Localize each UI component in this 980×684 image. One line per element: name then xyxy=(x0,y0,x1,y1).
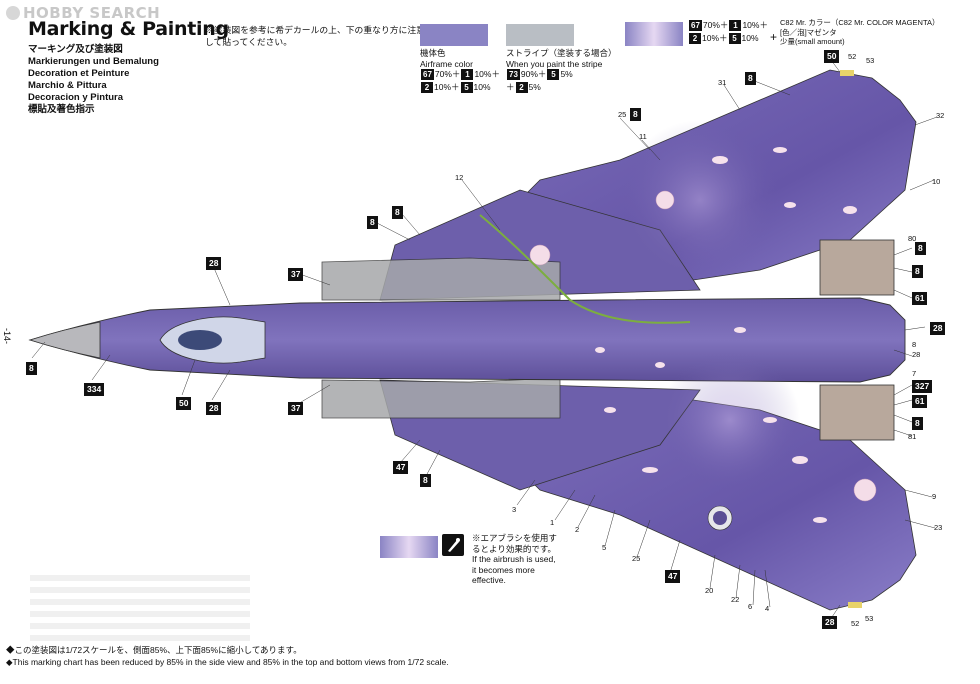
callout-number: 81 xyxy=(908,432,917,441)
cockpit-window xyxy=(178,330,222,350)
stripe-label: ストライプ（塗装する場合） When you paint the stripe xyxy=(506,48,617,69)
upper-intake-panel xyxy=(321,257,561,301)
callout-number: 4 xyxy=(765,604,770,613)
callout-number: 11 xyxy=(639,132,647,141)
faded-background-text xyxy=(30,575,250,645)
scale-note-en: ◆This marking chart has been reduced by … xyxy=(6,657,449,667)
callout-label: 47 xyxy=(665,570,681,583)
callout-number: 12 xyxy=(455,173,464,182)
page-number: -14- xyxy=(2,328,12,345)
callout-label: 8 xyxy=(745,72,756,85)
callout-number: 3 xyxy=(512,505,517,514)
callout-label: 334 xyxy=(84,383,105,396)
callout-number: 28 xyxy=(912,350,921,359)
callout-label: 28 xyxy=(206,257,222,270)
callout-label: 47 xyxy=(393,461,409,474)
wingtip-marker xyxy=(840,70,854,76)
callout-number: 80 xyxy=(908,234,917,243)
airframe-label: 機体色 Airframe color xyxy=(420,48,473,69)
language-heading-de: Markierungen und Bemalung xyxy=(28,56,159,67)
glow-spot xyxy=(620,120,780,280)
callout-number: 6 xyxy=(748,602,753,611)
callout-label: 8 xyxy=(630,108,641,121)
callout-number: 23 xyxy=(934,523,943,532)
language-heading-es: Decoracion y Pintura xyxy=(28,92,124,103)
leader-lines xyxy=(31,59,938,621)
callout-number: 2 xyxy=(575,525,580,534)
callout-label: 61 xyxy=(912,395,928,408)
callout-label: 61 xyxy=(912,292,928,305)
callout-number: 7 xyxy=(912,369,917,378)
callout-label: 28 xyxy=(930,322,946,335)
watermark-logo: HOBBY SEARCH xyxy=(6,4,160,22)
plus-sign: + xyxy=(770,30,778,44)
stripe-color-swatch xyxy=(506,24,574,46)
scale-note-jp: ◆この塗装図は1/72スケールを、側面85%、上下面85%に縮小してあります。 xyxy=(6,645,302,655)
callout-number: 1 xyxy=(550,518,555,527)
language-heading-fr: Decoration et Peinture xyxy=(28,68,130,79)
decal-note-jp: ※塗装図を参考に希デカールの上、下の重なり方に注意して貼ってください。 xyxy=(205,25,425,47)
callout-label: 50 xyxy=(176,397,192,410)
callout-number: 9 xyxy=(932,492,937,501)
lower-nozzle xyxy=(819,384,895,441)
callout-label: 37 xyxy=(288,268,304,281)
callout-number: 22 xyxy=(731,595,740,604)
gradient-color-swatch xyxy=(625,22,683,46)
callout-label: 37 xyxy=(288,402,304,415)
callout-label: 8 xyxy=(26,362,37,375)
roundel-insignia xyxy=(707,505,733,531)
callout-number: 31 xyxy=(718,78,727,87)
nose-cone xyxy=(28,321,101,359)
airbrush-note: ※エアブラシを使用す るとより効果的です。 If the airbrush is… xyxy=(472,533,557,585)
upper-nozzle xyxy=(819,239,895,296)
callout-number: 25 xyxy=(632,554,641,563)
wingtip-marker xyxy=(848,602,862,608)
callout-label: 8 xyxy=(392,206,403,219)
callout-label: 28 xyxy=(822,616,838,629)
flower-stem xyxy=(479,214,691,324)
callout-number: 20 xyxy=(705,586,714,595)
flower-decal xyxy=(529,190,877,502)
callout-label: 50 xyxy=(824,50,840,63)
petal-decals xyxy=(595,147,857,523)
hobby-search-icon xyxy=(6,6,20,20)
callout-label: 8 xyxy=(915,242,926,255)
page-title: Marking & Painting xyxy=(28,18,229,40)
callout-number: 8 xyxy=(912,340,917,349)
callout-label: 28 xyxy=(206,402,222,415)
callout-number: 52 xyxy=(848,52,857,61)
callout-label: 327 xyxy=(912,380,933,393)
callout-label: 8 xyxy=(367,216,378,229)
airbrush-icon xyxy=(442,534,464,556)
callout-number: 53 xyxy=(865,614,874,623)
airframe-color-swatch xyxy=(420,24,488,46)
callout-number: 32 xyxy=(936,111,945,120)
lower-intake-panel xyxy=(321,377,561,419)
callout-label: 8 xyxy=(420,474,431,487)
callout-number: 5 xyxy=(602,543,607,552)
callout-number: 52 xyxy=(851,619,860,628)
language-heading-it: Marchio & Pittura xyxy=(28,80,107,91)
callout-label: 8 xyxy=(912,417,923,430)
callout-number: 25 xyxy=(618,110,627,119)
airbrush-gradient-swatch xyxy=(380,536,438,558)
magenta-label: C82 Mr. カラー（C82 Mr. COLOR MAGENTA） [色／泡]… xyxy=(780,18,940,46)
callout-label: 8 xyxy=(912,265,923,278)
callout-number: 53 xyxy=(866,56,875,65)
callout-number: 10 xyxy=(932,177,941,186)
language-heading-zh: 標貼及著色指示 xyxy=(28,104,95,115)
glow-spot xyxy=(660,350,800,490)
language-heading-jp: マーキング及び塗装図 xyxy=(28,44,123,55)
